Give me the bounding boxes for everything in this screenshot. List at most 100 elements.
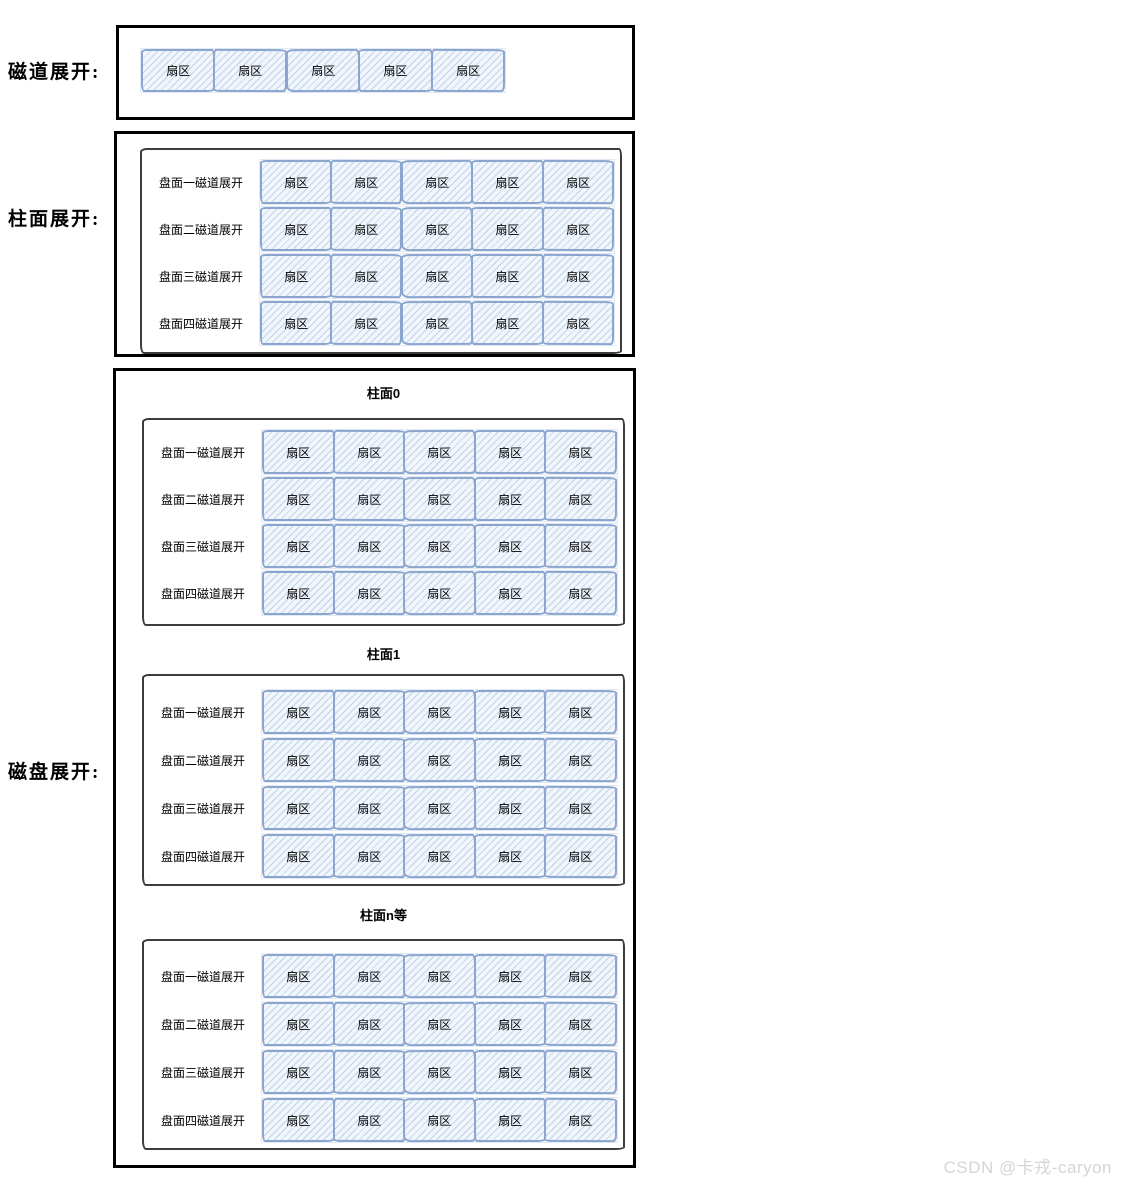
cylinder-panel-title: 柱面0 [366,386,401,401]
sector-cell: 扇区 [330,253,403,299]
sector-cell: 扇区 [403,1001,476,1047]
platter-track-row: 盘面三磁道展开 扇区扇区扇区扇区扇区 [142,253,620,299]
platter-track-row: 盘面一磁道展开扇区扇区扇区扇区扇区 [144,689,623,735]
platter-track-row: 盘面三磁道展开扇区扇区扇区扇区扇区 [144,1049,623,1095]
sector-cell: 扇区 [403,953,476,999]
sector-cell: 扇区 [262,786,335,830]
sector-cell: 扇区 [403,570,476,616]
sector-strip: 扇区扇区扇区扇区扇区 [262,523,618,569]
cylinder-panel: 柱面0 盘面一磁道展开扇区扇区扇区扇区扇区盘面二磁道展开扇区扇区扇区扇区扇区盘面… [142,383,625,626]
sector-cell: 扇区 [332,429,406,475]
sector-cell: 扇区 [332,785,406,831]
sector-strip: 扇区扇区扇区扇区扇区 [260,159,615,205]
platter-track-label: 盘面三磁道展开 [158,269,243,284]
platter-track-row: 盘面四磁道展开扇区扇区扇区扇区扇区 [144,1097,623,1143]
sector-cell: 扇区 [332,1049,406,1095]
platter-track-label: 盘面一磁道展开 [160,705,245,720]
platter-grid: 盘面一磁道展开扇区扇区扇区扇区扇区盘面二磁道展开扇区扇区扇区扇区扇区盘面三磁道展… [142,674,625,886]
sector-strip: 扇区扇区扇区扇区扇区 [260,253,615,299]
sector-cell: 扇区 [332,1001,406,1047]
sector-cell: 扇区 [285,48,361,93]
sector-cell: 扇区 [400,300,474,346]
sector-cell: 扇区 [403,785,476,831]
disk-expansion-label: 磁盘展开: [8,762,101,783]
sector-cell: 扇区 [544,1049,618,1095]
sector-cell: 扇区 [473,1050,547,1094]
platter-track-label: 盘面四磁道展开 [160,1113,245,1128]
sector-cell: 扇区 [471,301,544,345]
sector-cell: 扇区 [544,429,618,475]
platter-track-row: 盘面二磁道展开扇区扇区扇区扇区扇区 [144,737,623,783]
sector-strip: 扇区扇区扇区扇区扇区 [262,476,618,522]
sector-cell: 扇区 [403,1097,476,1143]
sector-strip: 扇区扇区扇区扇区扇区 [262,1097,618,1143]
sector-strip: 扇区扇区扇区扇区扇区 [262,1001,618,1047]
platter-track-row: 盘面二磁道展开扇区扇区扇区扇区扇区 [142,206,620,252]
sector-cell: 扇区 [471,254,544,298]
sector-cell: 扇区 [473,1002,547,1046]
sector-cell: 扇区 [260,301,333,345]
sector-strip: 扇区扇区扇区扇区扇区 [260,300,615,346]
sector-cell: 扇区 [358,49,433,92]
sector-cell: 扇区 [473,738,547,782]
sector-cell: 扇区 [471,160,544,204]
platter-track-row: 盘面一磁道展开 扇区扇区扇区扇区扇区 [142,159,620,205]
platter-track-label: 盘面四磁道展开 [158,316,243,331]
sector-strip: 扇区扇区扇区扇区扇区 [262,689,618,735]
cylinder-panel: 柱面n等 盘面一磁道展开扇区扇区扇区扇区扇区盘面二磁道展开扇区扇区扇区扇区扇区盘… [142,905,625,1150]
sector-cell: 扇区 [260,207,333,251]
sector-cell: 扇区 [544,1097,618,1143]
sector-cell: 扇区 [544,689,618,735]
platter-track-row: 盘面二磁道展开扇区扇区扇区扇区扇区 [144,476,623,522]
platter-track-label: 盘面二磁道展开 [160,1017,245,1032]
sector-cell: 扇区 [473,954,547,998]
sector-cell: 扇区 [262,571,335,615]
sector-cell: 扇区 [544,737,618,783]
platter-track-row: 盘面三磁道展开扇区扇区扇区扇区扇区 [144,523,623,569]
sector-cell: 扇区 [544,785,618,831]
sector-cell: 扇区 [473,1098,547,1142]
sector-cell: 扇区 [332,953,406,999]
sector-cell: 扇区 [141,49,216,92]
sector-cell: 扇区 [400,206,474,252]
sector-cell: 扇区 [541,253,615,299]
platter-track-label: 盘面一磁道展开 [158,175,243,190]
platter-track-row: 盘面一磁道展开扇区扇区扇区扇区扇区 [144,953,623,999]
disk-expansion-box: 柱面0 盘面一磁道展开扇区扇区扇区扇区扇区盘面二磁道展开扇区扇区扇区扇区扇区盘面… [113,368,636,1168]
sector-cell: 扇区 [262,477,335,521]
sector-cell: 扇区 [332,737,406,783]
sector-strip: 扇区扇区扇区扇区扇区 [262,953,618,999]
sector-cell: 扇区 [332,476,406,522]
sector-strip: 扇区扇区扇区扇区扇区 [262,833,618,879]
sector-cell: 扇区 [403,476,476,522]
sector-cell: 扇区 [400,159,474,205]
track-expansion-box: 扇区扇区扇区扇区扇区 [116,25,635,120]
sector-cell: 扇区 [260,160,333,204]
sector-cell: 扇区 [330,300,403,346]
cylinder-expansion-box: 盘面一磁道展开扇区扇区扇区扇区扇区盘面二磁道展开扇区扇区扇区扇区扇区盘面三磁道展… [114,131,635,357]
sector-cell: 扇区 [262,524,335,568]
sector-cell: 扇区 [262,1098,335,1142]
sector-cell: 扇区 [544,953,618,999]
sector-strip: 扇区扇区扇区扇区扇区 [262,429,618,475]
sector-strip: 扇区扇区扇区扇区扇区 [262,570,618,616]
sector-cell: 扇区 [544,833,618,879]
sector-cell: 扇区 [403,523,476,569]
watermark: CSDN @卡戎-caryon [943,1158,1112,1177]
sector-cell: 扇区 [400,253,474,299]
sector-cell: 扇区 [213,48,288,93]
sector-cell: 扇区 [262,430,335,474]
sector-cell: 扇区 [332,689,406,735]
sector-cell: 扇区 [332,1097,406,1143]
sector-cell: 扇区 [403,1049,476,1095]
platter-track-label: 盘面四磁道展开 [160,849,245,864]
sector-cell: 扇区 [473,571,547,615]
sector-cell: 扇区 [544,1001,618,1047]
sector-cell: 扇区 [330,206,403,252]
platter-track-label: 盘面一磁道展开 [160,445,245,460]
sector-strip: 扇区扇区扇区扇区扇区 [260,206,615,252]
cylinder-panel: 柱面1 盘面一磁道展开扇区扇区扇区扇区扇区盘面二磁道展开扇区扇区扇区扇区扇区盘面… [142,644,625,886]
cylinder-panel-title: 柱面1 [366,647,401,662]
sector-cell: 扇区 [541,206,615,252]
platter-grid: 盘面一磁道展开扇区扇区扇区扇区扇区盘面二磁道展开扇区扇区扇区扇区扇区盘面三磁道展… [142,418,625,626]
